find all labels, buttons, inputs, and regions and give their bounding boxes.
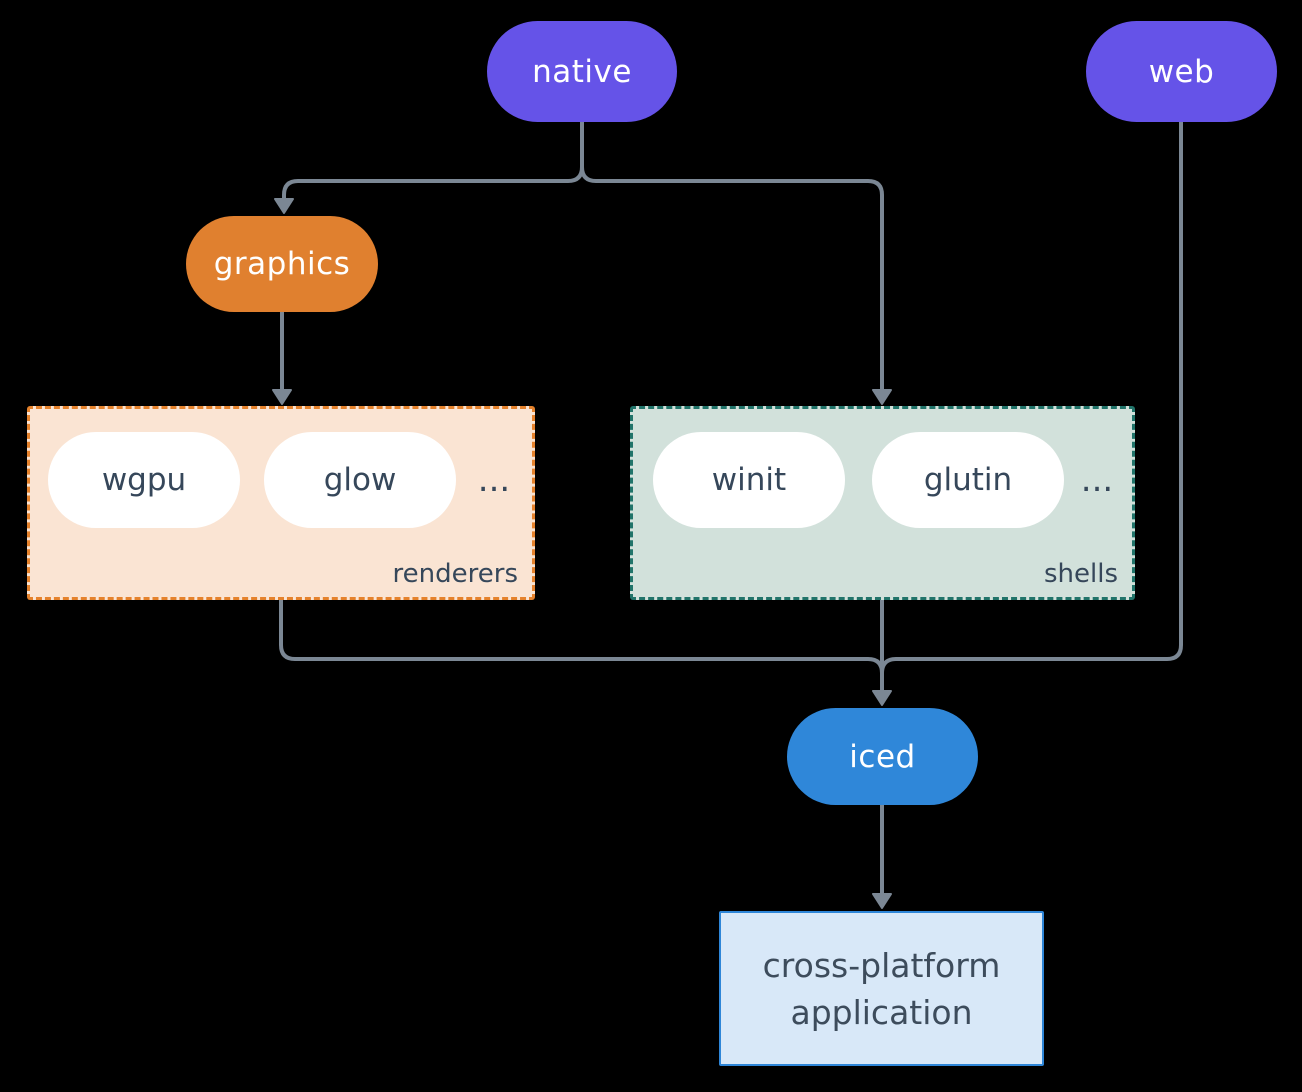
node-iced-label: iced: [849, 738, 916, 775]
edge-renderers-to-iced: [279, 598, 884, 675]
node-winit: winit: [653, 432, 845, 528]
node-graphics-label: graphics: [213, 246, 351, 282]
node-iced: iced: [787, 708, 978, 805]
node-native: native: [487, 21, 677, 122]
node-web: web: [1086, 21, 1277, 122]
group-renderers: wgpu glow ... renderers: [27, 406, 535, 600]
shells-ellipsis: ...: [1080, 460, 1114, 500]
group-shells: winit glutin ... shells: [630, 406, 1135, 600]
node-graphics: graphics: [186, 216, 378, 312]
edge-native-to-shells: [580, 165, 884, 391]
application-label-line2: application: [790, 992, 973, 1032]
node-cross-platform-application: cross-platform application: [719, 911, 1044, 1066]
edge-native-to-graphics: [282, 165, 584, 201]
node-web-label: web: [1148, 53, 1215, 90]
arrowhead-into-graphics: [274, 198, 294, 214]
arrowhead-into-renderers: [272, 389, 292, 405]
arrowhead-into-shells: [872, 389, 892, 405]
arrowhead-into-iced: [872, 690, 892, 706]
shells-group-label: shells: [1043, 559, 1118, 589]
renderers-ellipsis: ...: [477, 460, 511, 500]
node-winit-label: winit: [711, 462, 787, 498]
node-glow-label: glow: [323, 462, 397, 498]
node-wgpu: wgpu: [48, 432, 240, 528]
node-wgpu-label: wgpu: [101, 462, 187, 498]
renderers-group-label: renderers: [392, 559, 518, 589]
node-glutin: glutin: [872, 432, 1064, 528]
application-label-line1: cross-platform: [762, 945, 1001, 985]
node-glow: glow: [264, 432, 456, 528]
node-glutin-label: glutin: [923, 462, 1013, 498]
node-native-label: native: [532, 53, 632, 90]
arrowhead-into-application: [872, 893, 892, 909]
